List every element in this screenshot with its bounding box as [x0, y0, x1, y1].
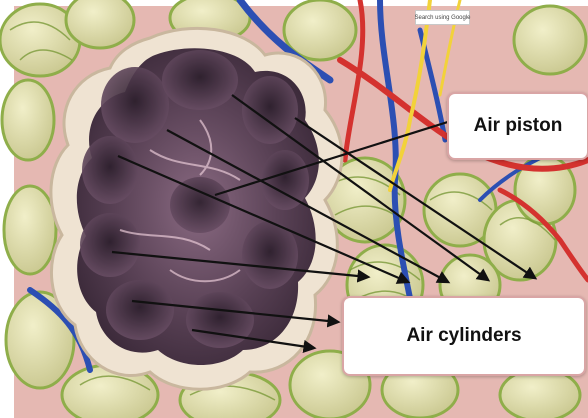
central-alveolus	[51, 28, 342, 389]
air-cylinders-text: Air cylinders	[406, 325, 521, 347]
air-cylinders-label: Air cylinders	[342, 296, 586, 376]
air-piston-label: Air piston	[447, 92, 588, 160]
search-google-chip[interactable]: Search using Google	[415, 10, 470, 25]
air-piston-text: Air piston	[474, 115, 563, 137]
